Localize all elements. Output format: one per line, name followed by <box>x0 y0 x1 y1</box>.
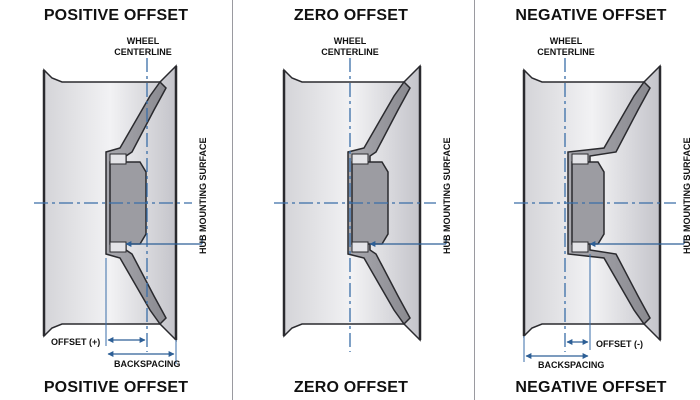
offset-label: OFFSET (+) <box>51 337 100 347</box>
backspacing-label: BACKSPACING <box>538 360 604 370</box>
hub-mounting-label: HUB MOUNTING SURFACE <box>198 138 208 255</box>
title-positive-offset-top: POSITIVE OFFSET <box>43 7 189 24</box>
centerline-label-line2: CENTERLINE <box>114 47 172 57</box>
centerline-label-line2: CENTERLINE <box>321 47 379 57</box>
stud-hole <box>351 153 369 165</box>
title-zero-offset-top: ZERO OFFSET <box>293 7 409 24</box>
stud-hole <box>109 153 127 165</box>
centerline-label-line2: CENTERLINE <box>537 47 595 57</box>
hub-mounting-label: HUB MOUNTING SURFACE <box>682 138 692 255</box>
stud-hole <box>571 241 589 253</box>
stud-hole <box>109 241 127 253</box>
centerline-label-line1: WHEEL <box>550 36 583 46</box>
stud-hole <box>351 241 369 253</box>
title-zero-offset-bottom: ZERO OFFSET <box>293 379 409 396</box>
backspacing-label: BACKSPACING <box>114 359 180 369</box>
title-positive-offset-bottom: POSITIVE OFFSET <box>43 379 189 396</box>
centerline-label-line1: WHEEL <box>127 36 160 46</box>
hub-mounting-label: HUB MOUNTING SURFACE <box>442 138 452 255</box>
title-negative-offset-top: NEGATIVE OFFSET <box>515 7 667 24</box>
title-negative-offset-bottom: NEGATIVE OFFSET <box>515 379 667 396</box>
centerline-label-line1: WHEEL <box>334 36 367 46</box>
panel-divider <box>232 0 233 400</box>
panel-divider <box>474 0 475 400</box>
stud-hole <box>571 153 589 165</box>
offset-label: OFFSET (-) <box>596 339 643 349</box>
